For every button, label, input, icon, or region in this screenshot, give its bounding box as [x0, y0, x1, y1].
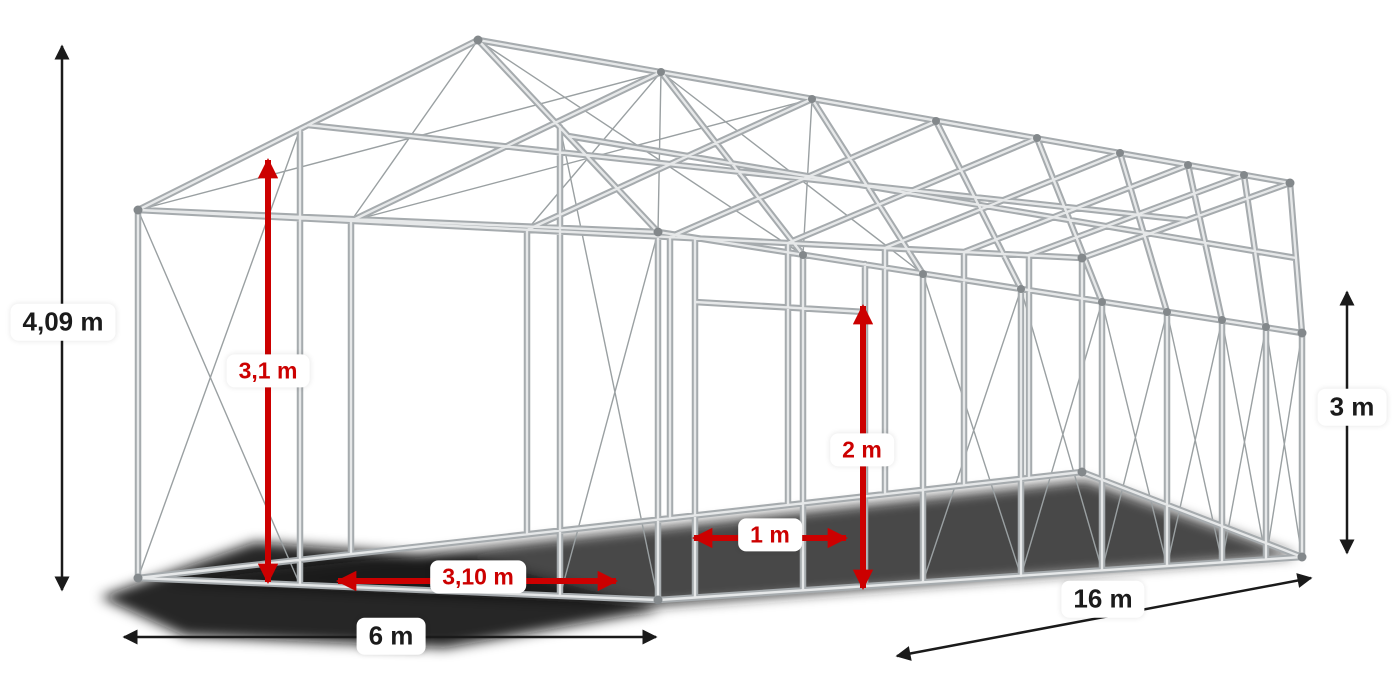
frame-connectors [133, 35, 1307, 605]
dim-label-side-door-height: 2 m [830, 433, 894, 467]
dim-label-side-height: 3 m [1317, 388, 1387, 426]
dim-label-length: 16 m [1061, 580, 1145, 618]
dim-label-ridge-height: 4,09 m [10, 303, 116, 341]
dim-label-width: 6 m [356, 617, 426, 655]
dim-label-entrance-width: 3,10 m [430, 560, 526, 594]
dim-label-side-door-width: 1 m [738, 518, 802, 552]
dim-label-entrance-height: 3,1 m [226, 354, 310, 388]
